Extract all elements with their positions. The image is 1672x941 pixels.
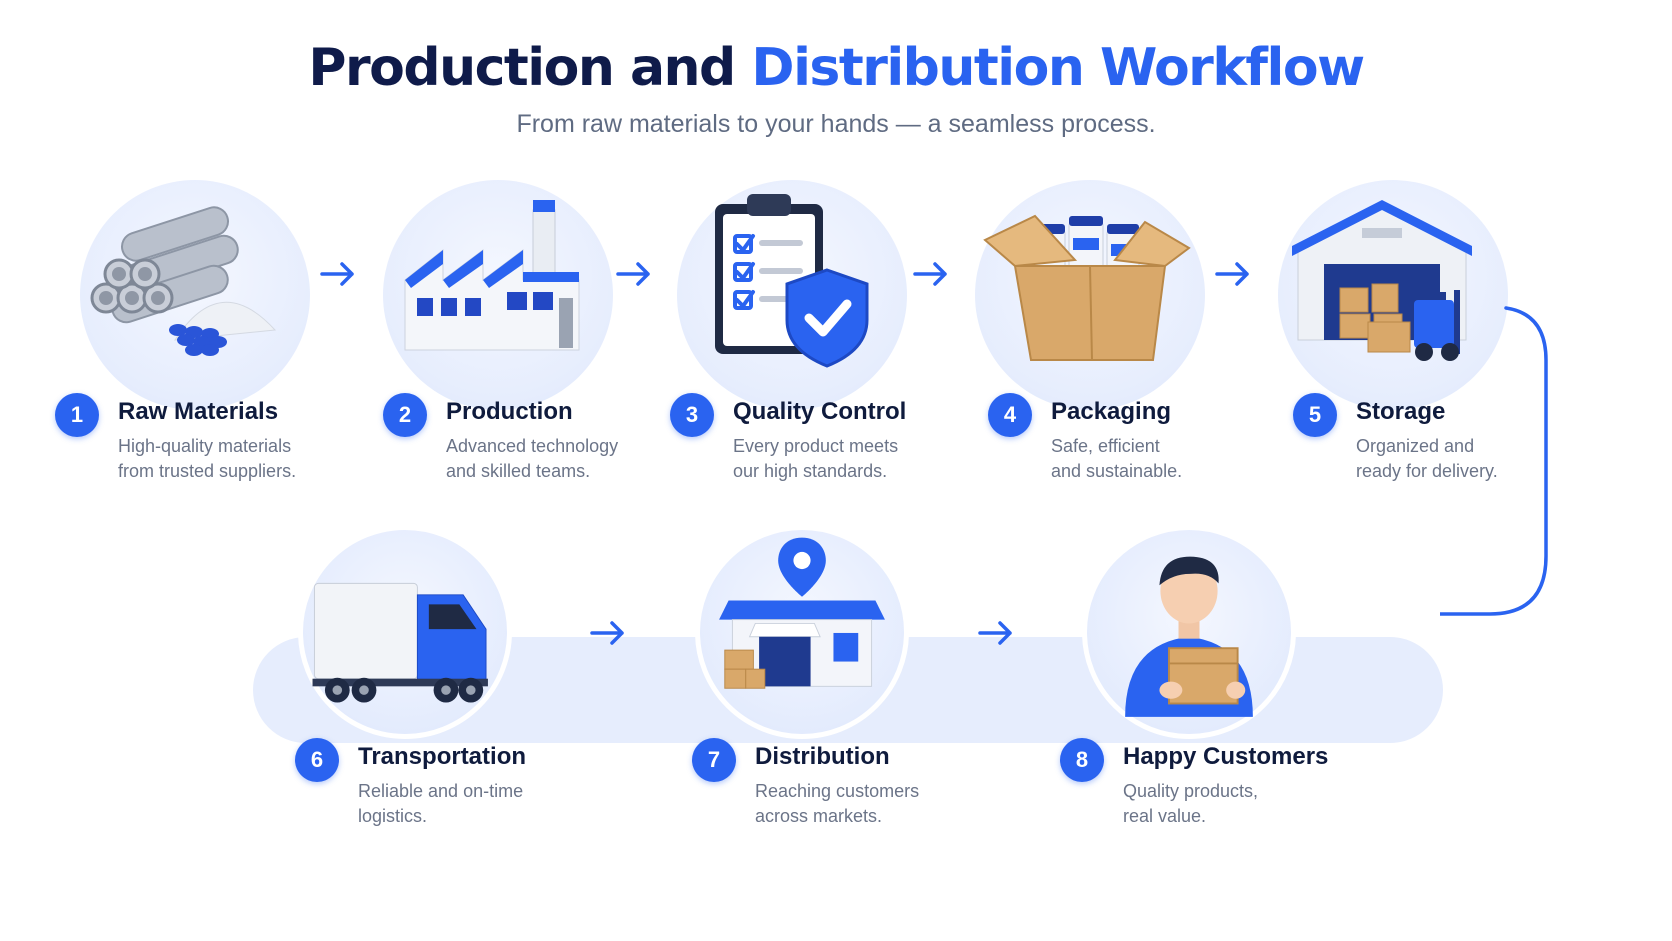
step-1-badge: 1 [55,393,99,437]
step-7-badge: 7 [692,738,736,782]
step-5-badge: 5 [1293,393,1337,437]
step-3-illustration [677,180,907,410]
step-4-title: Packaging [1051,398,1172,425]
title-main: Production and [308,38,736,98]
step-3-description: Every product meets our high standards. [733,436,899,481]
step-7-description: Reaching customers across markets. [755,781,920,826]
step-4-description: Safe, efficient and sustainable. [1051,436,1183,481]
step-5-description: Organized and ready for delivery. [1356,436,1498,481]
step-6-description: Reliable and on-time logistics. [358,781,524,826]
step-8-description: Quality products, real value. [1123,781,1259,826]
flow-arrow-7-8 [978,621,1012,645]
factory-icon [404,200,580,351]
step-6-title: Transportation [358,743,527,770]
warehouse-forklift-icon [1292,200,1472,361]
pipes-and-pellets-icon [90,206,277,356]
step-2-badge: 2 [383,393,427,437]
flow-arrow-2-3 [616,262,650,286]
step-1-description: High-quality materials from trusted supp… [118,436,297,481]
page-title: Production and Distribution Workflow [0,38,1672,98]
step-3-title: Quality Control [733,398,907,425]
step-6-badge: 6 [295,738,339,782]
store-pin-icon [719,537,885,689]
step-6-illustration [298,525,512,739]
flow-arrow-4-5 [1215,262,1249,286]
step-2-illustration [383,180,613,410]
flow-arrow-1-2 [320,262,354,286]
open-box-icon [983,214,1191,361]
step-5-title: Storage [1356,398,1446,425]
step-1-illustration [80,180,310,410]
step-8-title: Happy Customers [1123,743,1329,770]
title-accent: Distribution Workflow [751,38,1365,98]
step-5-illustration [1278,180,1508,410]
step-1-title: Raw Materials [118,398,279,425]
step-2-description: Advanced technology and skilled teams. [446,436,619,481]
step-2-title: Production [446,398,573,425]
page-subtitle: From raw materials to your hands — a sea… [516,110,1156,138]
step-4-badge: 4 [988,393,1032,437]
step-7-title: Distribution [755,743,890,770]
checklist-shield-icon [715,194,869,368]
step-8-illustration [1082,525,1296,739]
flow-arrow-6-7 [590,621,624,645]
step-8-badge: 8 [1060,738,1104,782]
step-7-illustration [695,525,909,739]
step-3-badge: 3 [670,393,714,437]
truck-icon [312,582,488,703]
return-connector-arrow [1440,306,1548,616]
flow-arrow-3-4 [913,262,947,286]
customer-with-box-icon [1125,556,1253,717]
step-4-illustration [975,180,1205,410]
